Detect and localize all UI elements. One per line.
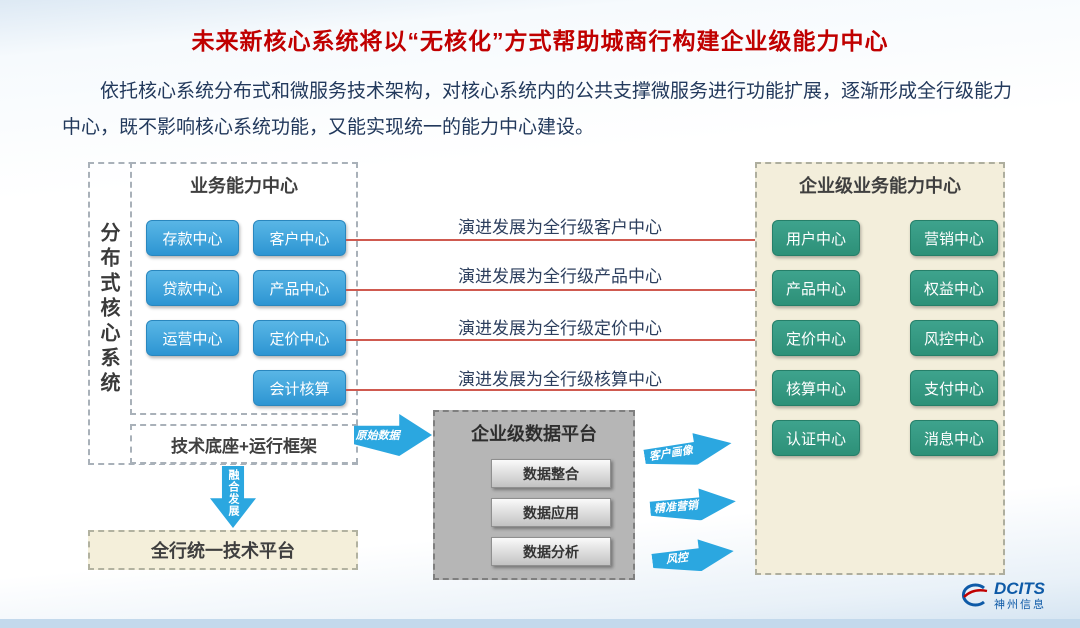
logo-subtext: 神州信息 — [994, 598, 1046, 611]
pricing-center-button: 定价中心 — [253, 320, 346, 356]
logo-text-block: DCITS 神州信息 — [994, 579, 1046, 611]
evolution-arrow-icon — [346, 385, 766, 395]
evolution-label-product: 演进发展为全行级产品中心 — [458, 267, 662, 286]
operations-center-button: 运营中心 — [146, 320, 239, 356]
logo-name: DCITS — [994, 579, 1045, 598]
data-application-item: 数据应用 — [491, 498, 611, 527]
risk-control-arrow-icon: 风控 — [650, 535, 735, 577]
evolution-label-pricing: 演进发展为全行级定价中心 — [458, 319, 662, 338]
core-capability-button-grid: 存款中心 客户中心 贷款中心 产品中心 运营中心 定价中心 会计核算 — [146, 220, 346, 406]
rights-center-button: 权益中心 — [910, 270, 998, 306]
customer-center-button: 客户中心 — [253, 220, 346, 256]
unified-platform-box: 全行统一技术平台 — [88, 530, 358, 570]
unified-platform-label: 全行统一技术平台 — [151, 541, 295, 561]
dcits-logo: DCITS 神州信息 — [956, 579, 1046, 611]
payment-center-button: 支付中心 — [910, 370, 998, 406]
data-platform-title: 企业级数据平台 — [471, 424, 597, 444]
raw-data-arrow-icon: 原始数据 — [354, 414, 432, 456]
intro-paragraph: 依托核心系统分布式和微服务技术架构，对核心系统内的公共支撑微服务进行功能扩展，逐… — [62, 81, 1013, 139]
distributed-core-vertical-label: 分布式核心系统 — [97, 222, 119, 397]
risk-control-center-button: 风控中心 — [910, 320, 998, 356]
slide-title: 未来新核心系统将以“无核化”方式帮助城商行构建企业级能力中心 — [191, 28, 889, 54]
evolution-label-customer: 演进发展为全行级客户中心 — [458, 218, 662, 237]
evolution-arrow-icon — [346, 235, 766, 245]
evolution-arrow-icon — [346, 335, 766, 345]
fusion-arrow-label: 融合发展 — [227, 469, 239, 517]
enterprise-capability-button-grid: 用户中心 营销中心 产品中心 权益中心 定价中心 风控中心 核算中心 支付中心 … — [772, 220, 998, 456]
tech-base-label: 技术底座+运行框架 — [171, 436, 317, 456]
enterprise-capability-title: 企业级业务能力中心 — [799, 176, 961, 196]
evolution-arrow-icon — [346, 285, 766, 295]
risk-control-arrow-label: 风控 — [665, 551, 689, 567]
loan-center-button: 贷款中心 — [146, 270, 239, 306]
authentication-center-button: 认证中心 — [772, 420, 860, 456]
marketing-center-button: 营销中心 — [910, 220, 998, 256]
accounting-button: 会计核算 — [253, 370, 346, 406]
customer-profile-arrow-icon: 客户画像 — [642, 427, 734, 472]
product-center-button: 产品中心 — [253, 270, 346, 306]
business-capability-title: 业务能力中心 — [190, 176, 298, 196]
customer-profile-arrow-label: 客户画像 — [648, 444, 694, 464]
data-integration-item: 数据整合 — [491, 459, 611, 488]
precision-marketing-arrow-icon: 精准营销 — [649, 485, 737, 524]
logo-swoosh-icon — [961, 583, 988, 607]
tech-base-box: 技术底座+运行框架 — [130, 424, 358, 464]
precision-marketing-arrow-label: 精准营销 — [653, 499, 699, 516]
enterprise-product-center-button: 产品中心 — [772, 270, 860, 306]
data-analysis-item: 数据分析 — [491, 537, 611, 566]
message-center-button: 消息中心 — [910, 420, 998, 456]
data-platform-box: 企业级数据平台 数据整合 数据应用 数据分析 — [433, 410, 635, 580]
deposit-center-button: 存款中心 — [146, 220, 239, 256]
enterprise-pricing-center-button: 定价中心 — [772, 320, 860, 356]
user-center-button: 用户中心 — [772, 220, 860, 256]
evolution-label-accounting: 演进发展为全行级核算中心 — [458, 370, 662, 389]
bottom-strip — [0, 619, 1080, 628]
raw-data-arrow-label: 原始数据 — [355, 430, 400, 442]
accounting-center-button: 核算中心 — [772, 370, 860, 406]
fusion-down-arrow-icon: 融合发展 — [210, 466, 256, 528]
